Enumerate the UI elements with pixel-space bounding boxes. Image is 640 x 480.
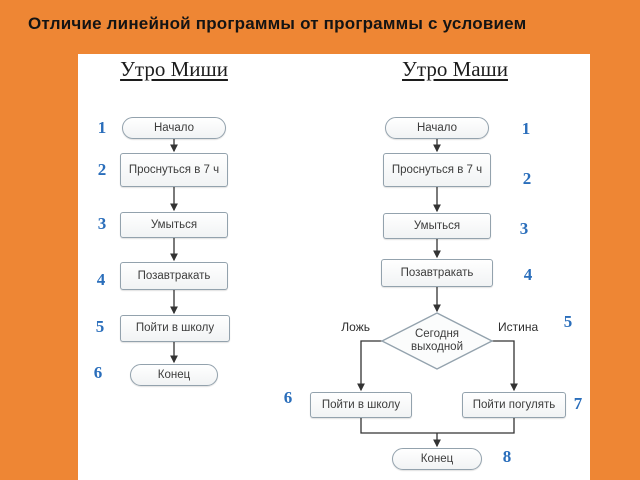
right-node-end: Конец	[392, 448, 482, 470]
true-branch-label: Истина	[498, 320, 539, 334]
left-chart-header: Утро Миши	[120, 57, 228, 81]
right-node-wake-up: Проснуться в 7 ч	[383, 153, 491, 187]
left-step-number-1: 1	[97, 118, 107, 137]
left-node-start: Начало	[122, 117, 226, 139]
slide-title: Отличие линейной программы от программы …	[28, 14, 527, 33]
false-branch-label: Ложь	[341, 320, 370, 334]
right-step-number-4: 4	[523, 265, 533, 284]
right-node-go-to-school: Пойти в школу	[310, 392, 412, 418]
left-step-number-5: 5	[95, 317, 105, 336]
right-node-wash: Умыться	[383, 213, 491, 239]
right-step-number-6: 6	[283, 388, 293, 407]
left-node-wash: Умыться	[120, 212, 228, 238]
right-step-number-2: 2	[522, 169, 532, 188]
right-step-number-3: 3	[519, 219, 529, 238]
right-node-start: Начало	[385, 117, 489, 139]
left-step-number-6: 6	[93, 363, 103, 382]
left-step-number-3: 3	[97, 214, 107, 233]
right-step-number-5: 5	[563, 312, 573, 331]
left-node-breakfast: Позавтракать	[120, 262, 228, 290]
right-chart-header: Утро Маши	[402, 57, 508, 81]
left-step-number-2: 2	[97, 160, 107, 179]
right-node-breakfast: Позавтракать	[381, 259, 493, 287]
right-step-number-7: 7	[573, 394, 583, 413]
right-step-number-8: 8	[502, 447, 512, 466]
right-step-number-1: 1	[521, 119, 531, 138]
left-node-wake-up: Проснуться в 7 ч	[120, 153, 228, 187]
left-node-end: Конец	[130, 364, 218, 386]
right-node-go-for-walk: Пойти погулять	[462, 392, 566, 418]
decision-label: Сегодня выходной	[410, 328, 464, 353]
left-node-go-to-school: Пойти в школу	[120, 315, 230, 342]
left-step-number-4: 4	[96, 270, 106, 289]
